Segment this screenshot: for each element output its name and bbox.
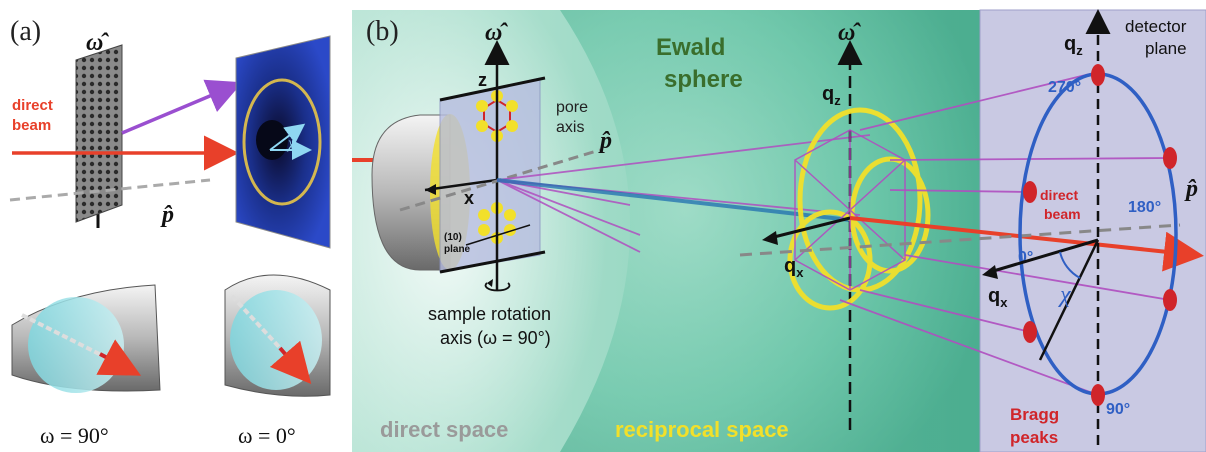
ewald-label-2: sphere: [664, 66, 743, 93]
chi-a: χ: [286, 135, 296, 152]
ewald-sphere: [560, 10, 980, 452]
x-axis-head: [425, 184, 436, 195]
bragg-label-2: peaks: [1010, 428, 1058, 447]
omega-0-label: ω = 0°: [238, 423, 296, 448]
direct-beam-a-label-2: beam: [12, 117, 51, 134]
angle-270: 270°: [1048, 79, 1081, 96]
porous-sample: [75, 44, 123, 223]
detector-label-1: detector: [1125, 17, 1187, 36]
rotation-label-2: axis (ω = 90°): [440, 328, 551, 348]
p-hat-a: p̂: [160, 202, 174, 228]
p-hat-b: p̂: [598, 128, 612, 154]
x-axis: [424, 178, 498, 192]
omega-90-label: ω = 90°: [40, 423, 109, 448]
qx-label-reciprocal: qx: [784, 255, 804, 280]
pore-axis-reciprocal: [739, 223, 1181, 257]
central-ray: [496, 178, 851, 222]
qx-axis-reciprocal-head: [762, 231, 778, 245]
z-label: z: [478, 70, 487, 90]
direct-beam-b-label-1: direct: [1040, 187, 1078, 203]
cylinder-omega-90: [11, 284, 161, 393]
plane-10-label-2: plane: [444, 244, 471, 255]
qz-label-reciprocal: qz: [822, 83, 841, 108]
qx-axis-detector: [989, 238, 1099, 274]
p-hat-detector: p̂: [1184, 176, 1198, 202]
bragg-rings: [787, 107, 931, 311]
panel-a: (a) ω̂ direct beam p̂ χ ω = 90°: [9, 16, 331, 448]
chi-line: [1038, 239, 1100, 361]
pore-axis-label-1: pore: [556, 99, 588, 116]
plane-10-label-1: (10): [444, 232, 462, 243]
qz-label-detector: qz: [1064, 33, 1083, 58]
ewald-label-1: Ewald: [656, 34, 725, 61]
panel-b-label: (b): [366, 16, 399, 47]
panel-a-label: (a): [10, 16, 41, 47]
detector-label-2: plane: [1145, 39, 1187, 58]
chi-b: χ: [1058, 282, 1072, 308]
pore-axis-a: [9, 178, 211, 202]
angle-90: 90°: [1106, 401, 1130, 418]
rotation-icon: [484, 282, 511, 292]
direct-beam-b-label-2: beam: [1044, 206, 1081, 222]
angle-180: 180°: [1128, 199, 1161, 216]
qx-axis-detector-head: [982, 265, 998, 279]
chi-arc: [1059, 251, 1081, 279]
beam-hit-arrow: [269, 123, 306, 151]
cylinder-omega-0: [224, 274, 331, 397]
plate-top-edge: [439, 76, 546, 102]
x-label: x: [464, 188, 474, 208]
direct-space-label: direct space: [380, 417, 508, 442]
scattered-beam-a: [121, 79, 243, 135]
qx-axis-reciprocal: [769, 216, 851, 240]
plate-bottom-edge: [439, 250, 546, 274]
bragg-label-1: Bragg: [1010, 405, 1059, 424]
pore-cluster-bottom: [478, 202, 516, 244]
direct-beam-a-label-1: direct: [12, 97, 53, 114]
qx-label-detector: qx: [988, 285, 1008, 310]
bragg-peaks: [1023, 64, 1177, 406]
rotation-icon-head: [487, 279, 493, 287]
panel-b: (b) (10) plane ω̂ z x: [352, 9, 1206, 452]
detector-ring-a: [242, 78, 322, 206]
reciprocal-space-label: reciprocal space: [615, 417, 789, 442]
rotation-label-1: sample rotation: [428, 304, 551, 324]
pore-axis-label-2: axis: [556, 119, 584, 136]
